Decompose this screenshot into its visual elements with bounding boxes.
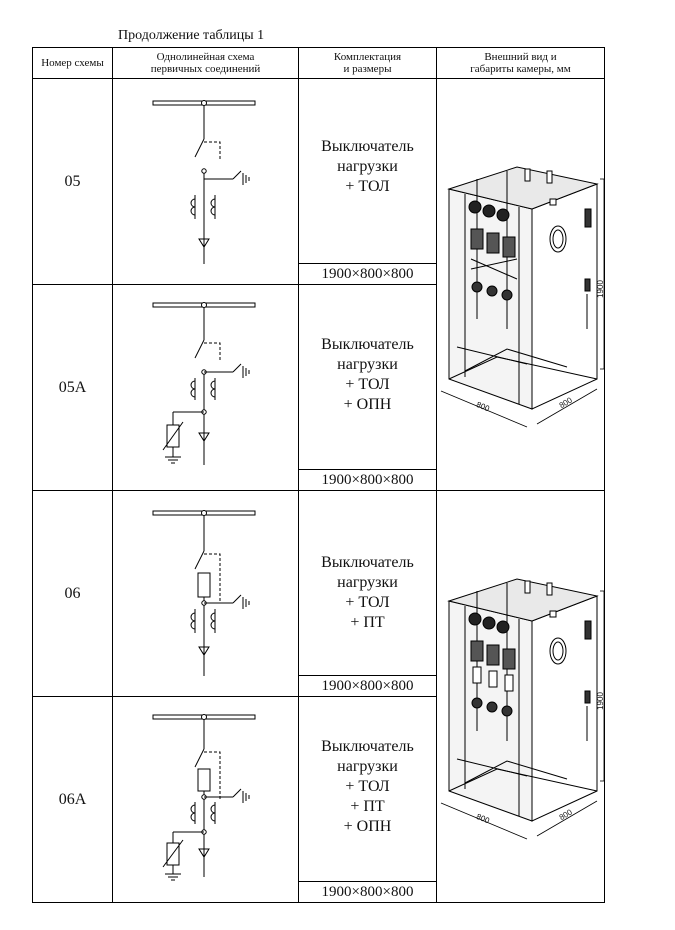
dimensions-text: 1900×800×800 bbox=[299, 675, 436, 696]
cabinet-view-05: 1900 800 800 bbox=[436, 78, 605, 491]
scheme-diagram-05 bbox=[112, 78, 299, 285]
scheme-number: 06А bbox=[32, 696, 113, 903]
scheme-number: 05 bbox=[32, 78, 113, 285]
cabinet-view-06: 1900 800 800 bbox=[436, 490, 605, 903]
table-row: 06А bbox=[32, 696, 605, 903]
scheme-number: 06 bbox=[32, 490, 113, 697]
scheme-diagram-05a bbox=[112, 284, 299, 491]
cabinet-illustration: 1900 800 800 bbox=[440, 166, 605, 428]
dimensions-text: 1900×800×800 bbox=[299, 263, 436, 284]
scheme-diagram-06 bbox=[112, 490, 299, 697]
dimension-width: 800 bbox=[475, 400, 491, 414]
dimensions-text: 1900×800×800 bbox=[299, 881, 436, 902]
scheme-diagram-06a bbox=[112, 696, 299, 903]
table-caption: Продолжение таблицы 1 bbox=[118, 28, 265, 43]
dimension-height: 1900 bbox=[596, 280, 605, 298]
dimensions-text: 1900×800×800 bbox=[299, 469, 436, 490]
dimension-depth: 800 bbox=[558, 807, 575, 822]
scheme-number: 05А bbox=[32, 284, 113, 491]
table-row: 05А bbox=[32, 284, 605, 491]
table-row: 05 bbox=[32, 78, 605, 491]
dimension-height: 1900 bbox=[596, 692, 605, 710]
cabinet-illustration: 1900 800 800 bbox=[440, 578, 605, 840]
table-row: 06 bbox=[32, 490, 605, 903]
dimension-depth: 800 bbox=[558, 395, 575, 410]
header-scheme-number: Номер схемы bbox=[32, 47, 113, 79]
dimension-width: 800 bbox=[475, 812, 491, 826]
